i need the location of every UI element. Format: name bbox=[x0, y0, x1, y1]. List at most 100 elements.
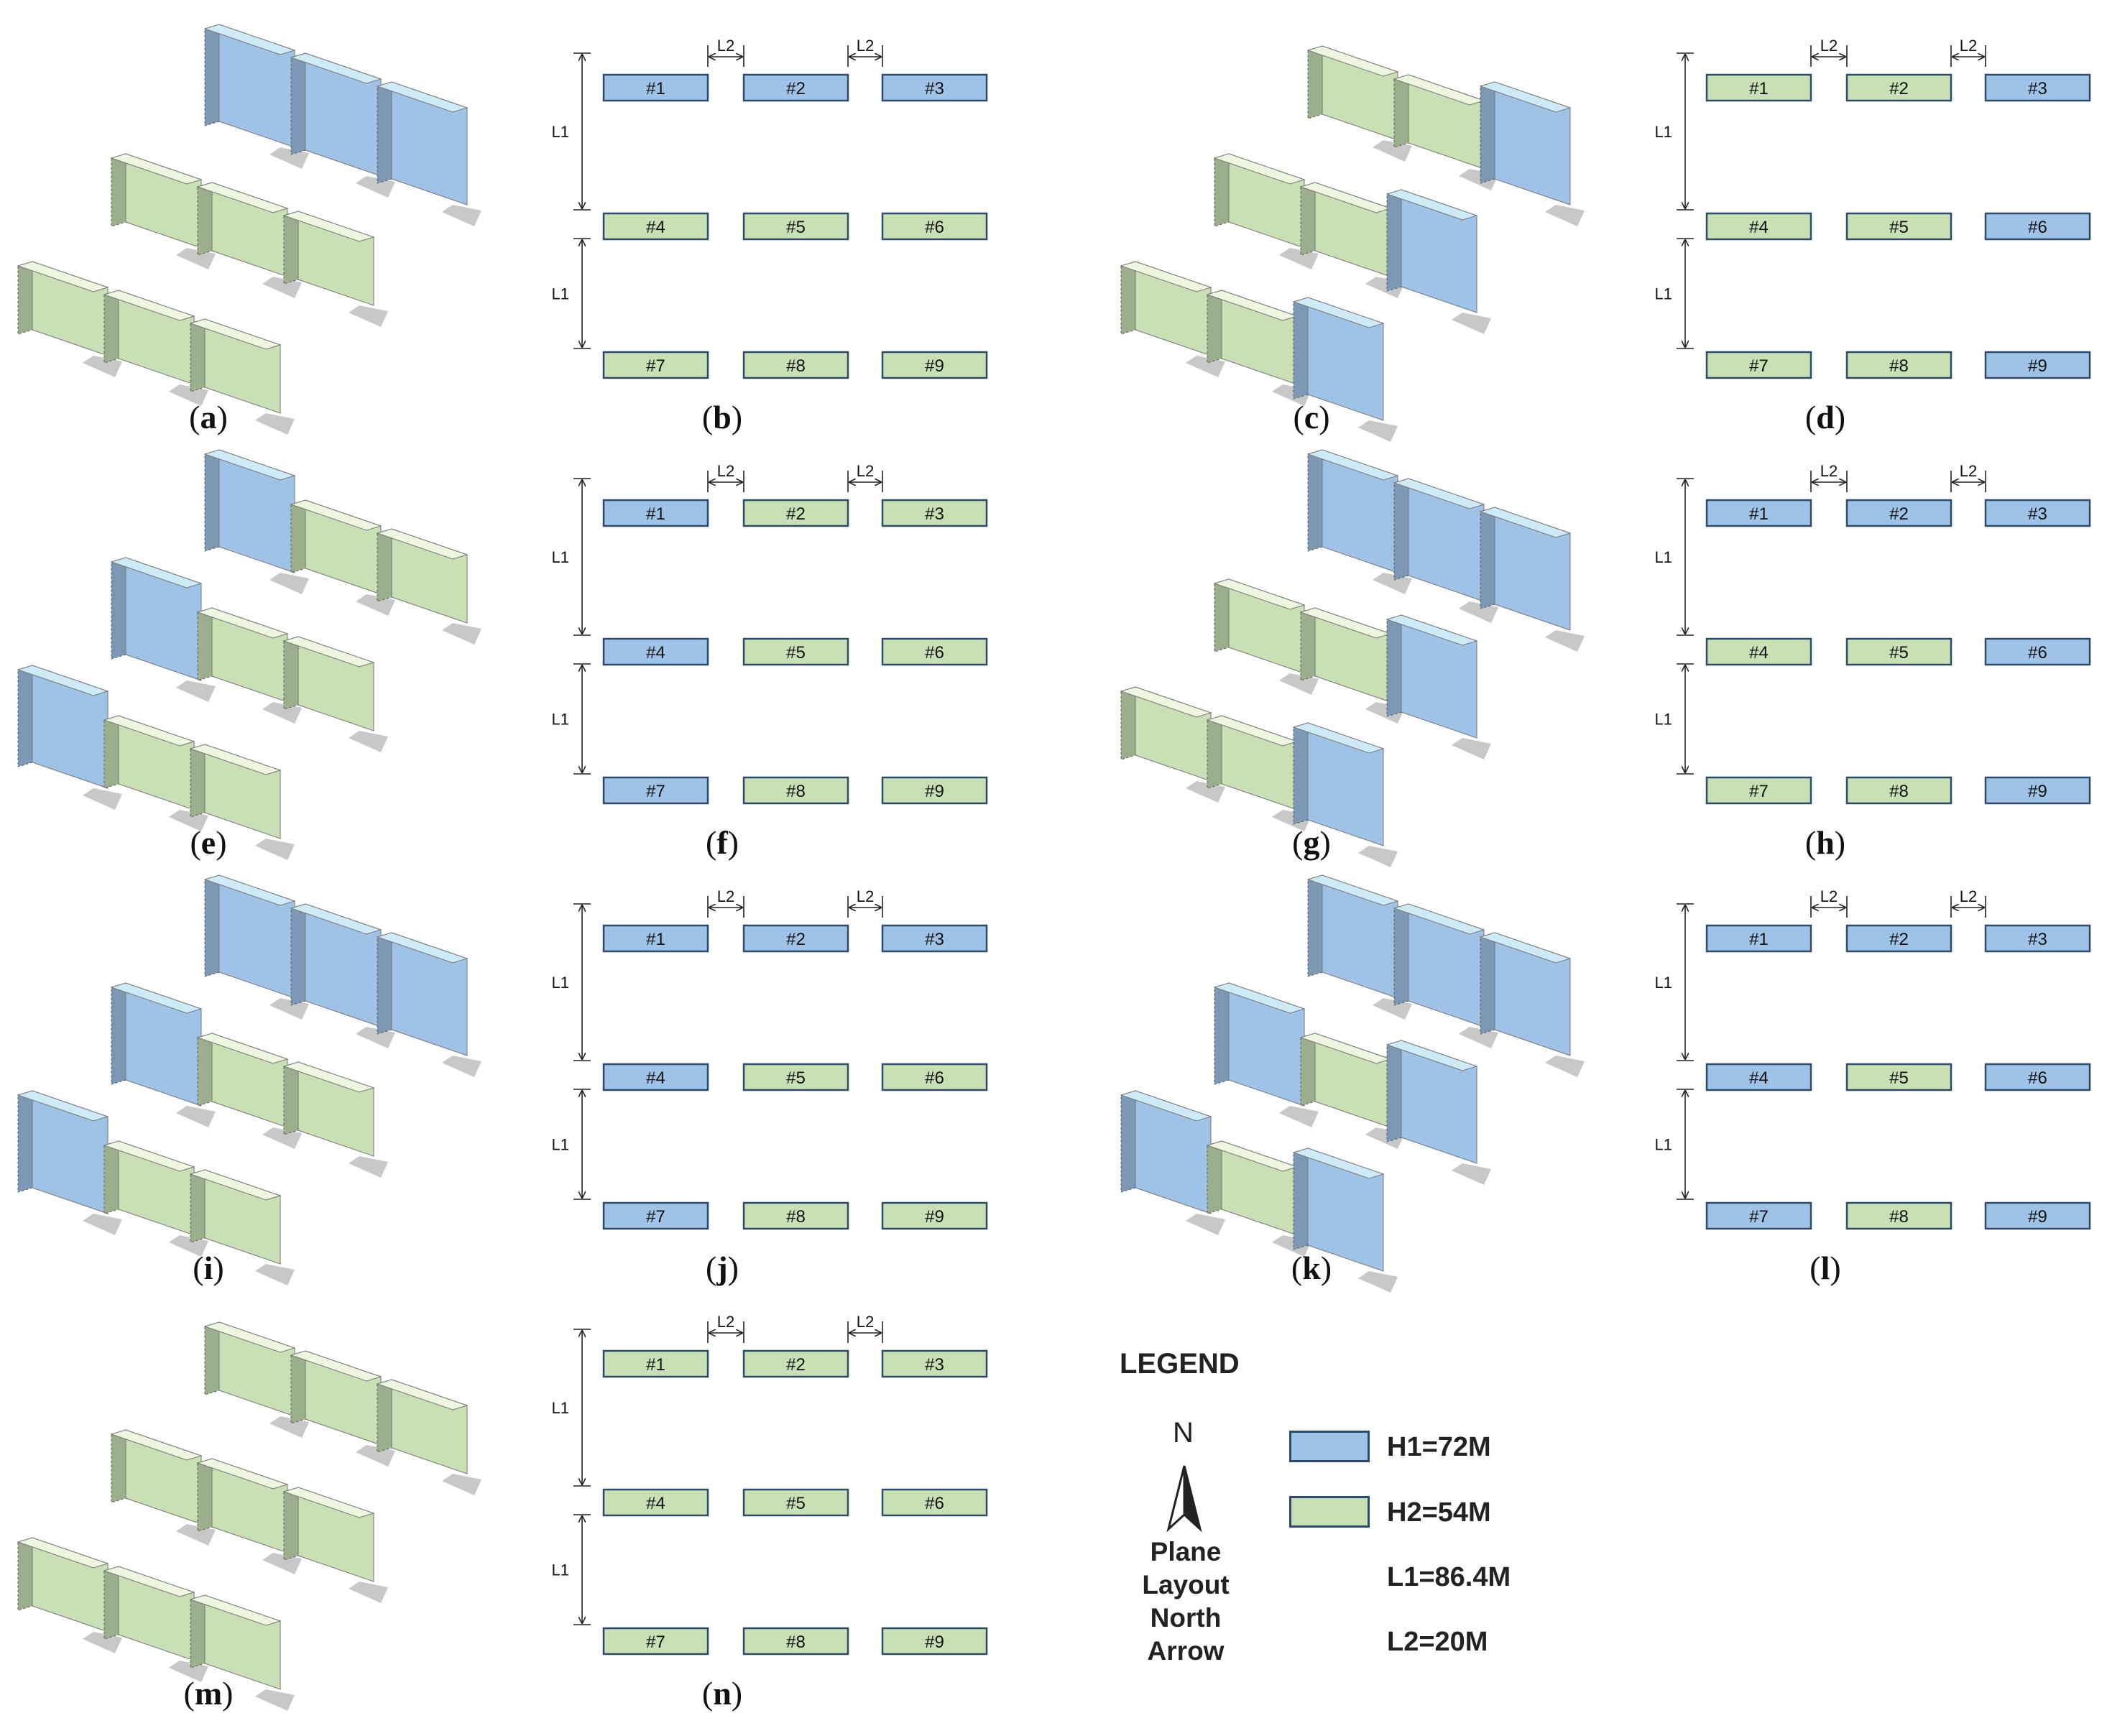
building-shadow bbox=[83, 1632, 122, 1653]
building-side bbox=[103, 290, 119, 364]
plan-building bbox=[881, 499, 988, 527]
building-side bbox=[197, 607, 213, 681]
building-side bbox=[190, 744, 206, 818]
building-top bbox=[103, 1566, 195, 1597]
dim-label-l1: L1 bbox=[552, 285, 569, 303]
building-side bbox=[377, 1379, 392, 1453]
plan-building bbox=[881, 1627, 988, 1656]
plan-building bbox=[1705, 924, 1812, 953]
plan-building-id: #7 bbox=[1749, 782, 1769, 801]
dim-label-l1: L1 bbox=[1655, 285, 1672, 303]
building-top bbox=[290, 903, 382, 935]
north-arrow-icon bbox=[1166, 1465, 1202, 1533]
plan-building bbox=[1705, 499, 1812, 527]
plan-building-id: #8 bbox=[786, 782, 806, 801]
building-shadow bbox=[269, 998, 309, 1020]
building-shadow bbox=[1186, 356, 1225, 377]
building-top bbox=[290, 52, 382, 84]
building-top bbox=[1386, 189, 1478, 221]
iso-panel-e bbox=[17, 449, 481, 860]
building-shadow bbox=[169, 810, 208, 831]
plan-building bbox=[602, 351, 709, 379]
plan-building-id: #7 bbox=[1749, 356, 1769, 376]
building-shadow bbox=[1459, 1027, 1498, 1048]
plan-building-id: #8 bbox=[1889, 356, 1909, 376]
legend-swatch-h1 bbox=[1289, 1431, 1370, 1462]
building-side bbox=[283, 1061, 299, 1135]
building-shadow bbox=[1279, 1106, 1319, 1127]
plan-building bbox=[1984, 73, 2091, 102]
building-side bbox=[1480, 507, 1495, 609]
building-shadow bbox=[1373, 998, 1412, 1020]
plan-building-id: #9 bbox=[925, 782, 944, 801]
iso-panel-k bbox=[1120, 874, 1585, 1293]
building-top bbox=[1213, 153, 1306, 185]
legend-graphics bbox=[1166, 1465, 1202, 1533]
building-side bbox=[1293, 1148, 1309, 1250]
dim-label-l1: L1 bbox=[552, 711, 569, 729]
building-top bbox=[203, 874, 296, 906]
building-side bbox=[377, 932, 392, 1035]
plan-building-id: #2 bbox=[1889, 79, 1909, 98]
building-side bbox=[1120, 686, 1136, 760]
building-top bbox=[1120, 1090, 1212, 1122]
plan-building bbox=[742, 212, 849, 241]
plan-building-id: #1 bbox=[646, 504, 665, 524]
building-shadow bbox=[1358, 1271, 1398, 1293]
plan-building bbox=[1845, 1201, 1952, 1230]
building-shadow bbox=[83, 356, 122, 377]
plan-building-id: #5 bbox=[1889, 643, 1909, 662]
plan-building-id: #6 bbox=[925, 1068, 944, 1088]
building-side bbox=[1293, 297, 1309, 400]
plan-building-id: #2 bbox=[786, 504, 806, 524]
dim-label-l1: L1 bbox=[552, 1561, 569, 1579]
building-top bbox=[1213, 578, 1306, 610]
plan-building-id: #2 bbox=[786, 79, 806, 98]
north-caption-line: North bbox=[1150, 1603, 1222, 1633]
plan-building-id: #4 bbox=[1749, 218, 1769, 237]
plan-building-id: #4 bbox=[646, 218, 665, 237]
building-top bbox=[203, 24, 296, 55]
building-top bbox=[1120, 261, 1212, 292]
building-top bbox=[1386, 614, 1478, 646]
building-shadow bbox=[1545, 205, 1585, 226]
building-shadow bbox=[349, 1156, 388, 1178]
plan-building-id: #1 bbox=[646, 79, 665, 98]
building-side bbox=[1207, 715, 1222, 789]
plan-building bbox=[881, 924, 988, 953]
plan-building bbox=[1845, 1063, 1952, 1091]
building-side bbox=[1386, 1040, 1402, 1142]
plan-building-id: #9 bbox=[2028, 356, 2047, 376]
building-shadow bbox=[1452, 313, 1491, 334]
building-shadow bbox=[442, 205, 481, 226]
building-top bbox=[196, 182, 289, 213]
building-top bbox=[1479, 81, 1572, 113]
plan-building-id: #6 bbox=[925, 218, 944, 237]
plan-building-id: #2 bbox=[1889, 930, 1909, 949]
plan-building-id: #2 bbox=[786, 930, 806, 949]
plan-building-id: #9 bbox=[2028, 782, 2047, 801]
building-side bbox=[111, 1429, 126, 1503]
plan-building bbox=[881, 637, 988, 666]
building-top bbox=[1306, 874, 1399, 906]
building-side bbox=[1393, 903, 1409, 1006]
building-top bbox=[103, 1140, 195, 1172]
building-top bbox=[17, 1537, 109, 1569]
building-top bbox=[110, 153, 203, 185]
building-side bbox=[1307, 874, 1323, 977]
building-shadow bbox=[169, 1661, 208, 1682]
building-top bbox=[1292, 297, 1385, 328]
plan-building bbox=[1705, 1201, 1812, 1230]
building-top bbox=[376, 1379, 469, 1410]
building-side bbox=[1120, 1090, 1136, 1193]
plan-building bbox=[602, 637, 709, 666]
building-side bbox=[17, 1537, 33, 1611]
legend-l1-label: L1=86.4M bbox=[1387, 1562, 1511, 1592]
plan-building bbox=[742, 1488, 849, 1517]
building-top bbox=[282, 211, 375, 242]
building-shadow bbox=[349, 305, 388, 327]
building-top bbox=[110, 1429, 203, 1461]
plan-building-id: #7 bbox=[646, 356, 665, 376]
building-side bbox=[1480, 81, 1495, 184]
building-top bbox=[189, 318, 282, 350]
